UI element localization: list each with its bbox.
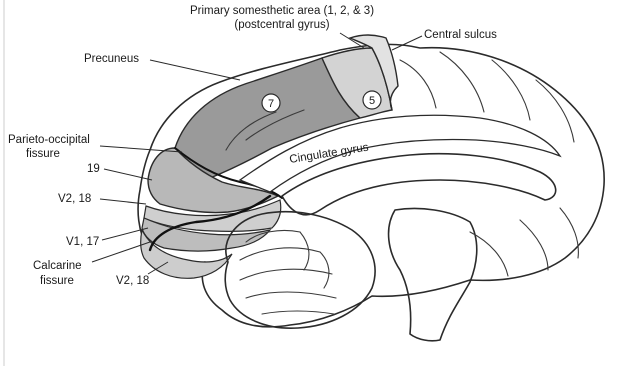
calcarine-label-line2: fissure: [40, 275, 74, 287]
area-19-leader: [104, 169, 152, 180]
svg-text:5: 5: [369, 95, 375, 107]
brainstem: [389, 209, 477, 341]
precuneus-leader: [150, 60, 240, 80]
precuneus-label: Precuneus: [84, 53, 139, 65]
central-sulcus-label: Central sulcus: [424, 29, 497, 41]
calcarine-label-line1: Calcarine: [33, 260, 82, 272]
v1-17-label: V1, 17: [66, 236, 99, 248]
area-19-label: 19: [87, 163, 100, 175]
parieto-occipital-label-line1: Parieto-occipital: [8, 134, 90, 146]
corpus-callosum: [282, 154, 556, 215]
primary-somesthetic-label-line1: Primary somesthetic area (1, 2, & 3): [190, 5, 374, 17]
parieto-occipital-label-line2: fissure: [26, 148, 60, 160]
v2-18-lower-label: V2, 18: [116, 275, 149, 287]
svg-text:7: 7: [268, 98, 274, 110]
primary-somesthetic-label-line2: (postcentral gyrus): [234, 19, 329, 31]
area-7-marker: 7: [262, 94, 280, 112]
area-5-marker: 5: [363, 91, 381, 109]
v2-18-upper-label: V2, 18: [58, 193, 91, 205]
